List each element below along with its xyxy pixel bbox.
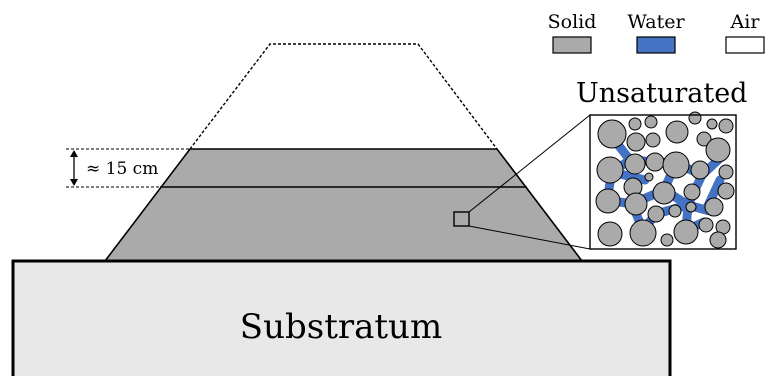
legend-swatch-water (636, 36, 676, 54)
legend-label-air: Air (730, 11, 761, 33)
soil-mound (103, 148, 584, 262)
dimension-arrowhead-top (70, 150, 78, 157)
dimension-arrowhead-bottom (70, 179, 78, 186)
pore-structure-inset (589, 111, 737, 250)
dimension-label: ≈ 15 cm (86, 159, 158, 179)
legend-swatch-air (725, 36, 765, 54)
substratum-block (11, 259, 672, 376)
inset-frame (589, 114, 737, 250)
zoom-line-bottom (468, 225, 591, 250)
legend-label-solid: Solid (548, 11, 597, 33)
legend-swatch-solid (552, 36, 592, 54)
legend-label-water: Water (627, 11, 685, 33)
legend: Solid Water Air (548, 11, 765, 54)
solid-grains (595, 111, 735, 249)
substratum-label: Substratum (240, 307, 442, 347)
inset-title: Unsaturated (576, 78, 747, 109)
sample-marker (453, 211, 470, 227)
zoom-line-top (468, 114, 591, 213)
mound-outline-dashed (189, 43, 498, 150)
